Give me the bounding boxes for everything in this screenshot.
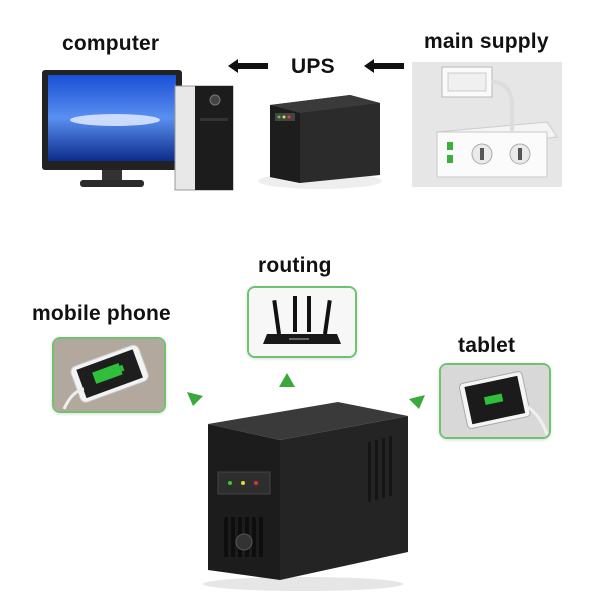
arrow-ups-to-phone [187,392,203,406]
desktop-computer-icon [42,70,234,191]
arrow-ups-to-router [279,373,295,387]
routing-label: routing [258,254,332,277]
tablet-charging-icon [441,365,549,437]
arrow-supply-to-ups [364,59,404,73]
wifi-router-icon [249,288,355,356]
ups-unit-icon [258,95,382,189]
phone-card [52,337,166,413]
router-card [247,286,357,358]
ups-unit-icon-large [203,402,408,591]
main-supply-label: main supply [424,30,549,53]
tablet-label: tablet [458,334,516,357]
arrow-ups-to-tablet [409,395,425,409]
ups-label: UPS [291,55,335,78]
power-socket-icon [412,62,562,187]
smartphone-charging-icon [54,339,164,411]
computer-label: computer [62,32,160,55]
arrow-ups-to-computer [228,59,268,73]
mobile-phone-label: mobile phone [32,302,171,325]
tablet-card [439,363,551,439]
